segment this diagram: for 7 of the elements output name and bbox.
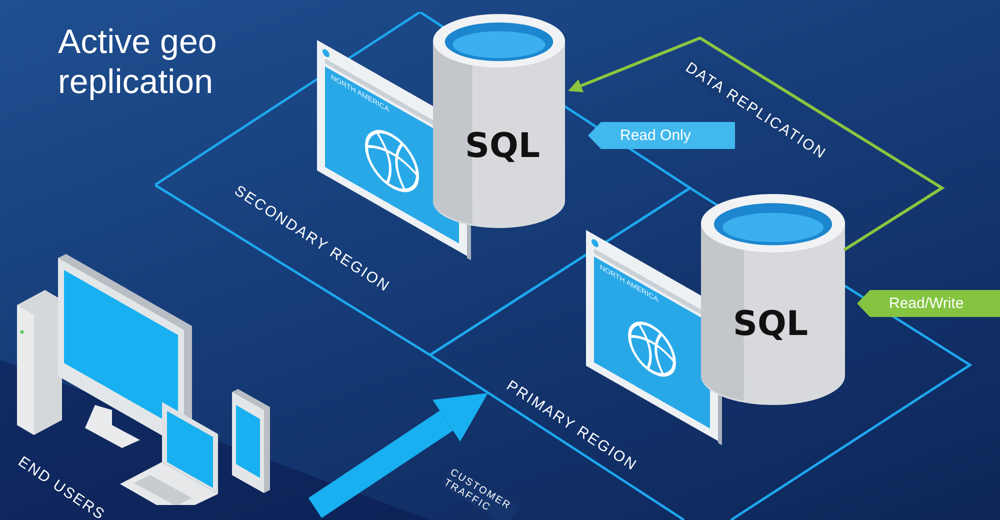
callout-tag: Read Only: [588, 122, 735, 149]
diagram-title: Active geo replication: [58, 22, 218, 102]
callout-tag: Read/Write: [857, 290, 1000, 317]
database-label: SQL: [465, 129, 540, 163]
database-label: SQL: [733, 307, 808, 341]
replication-arrow: [568, 36, 945, 252]
traffic-arrow: [308, 393, 488, 518]
